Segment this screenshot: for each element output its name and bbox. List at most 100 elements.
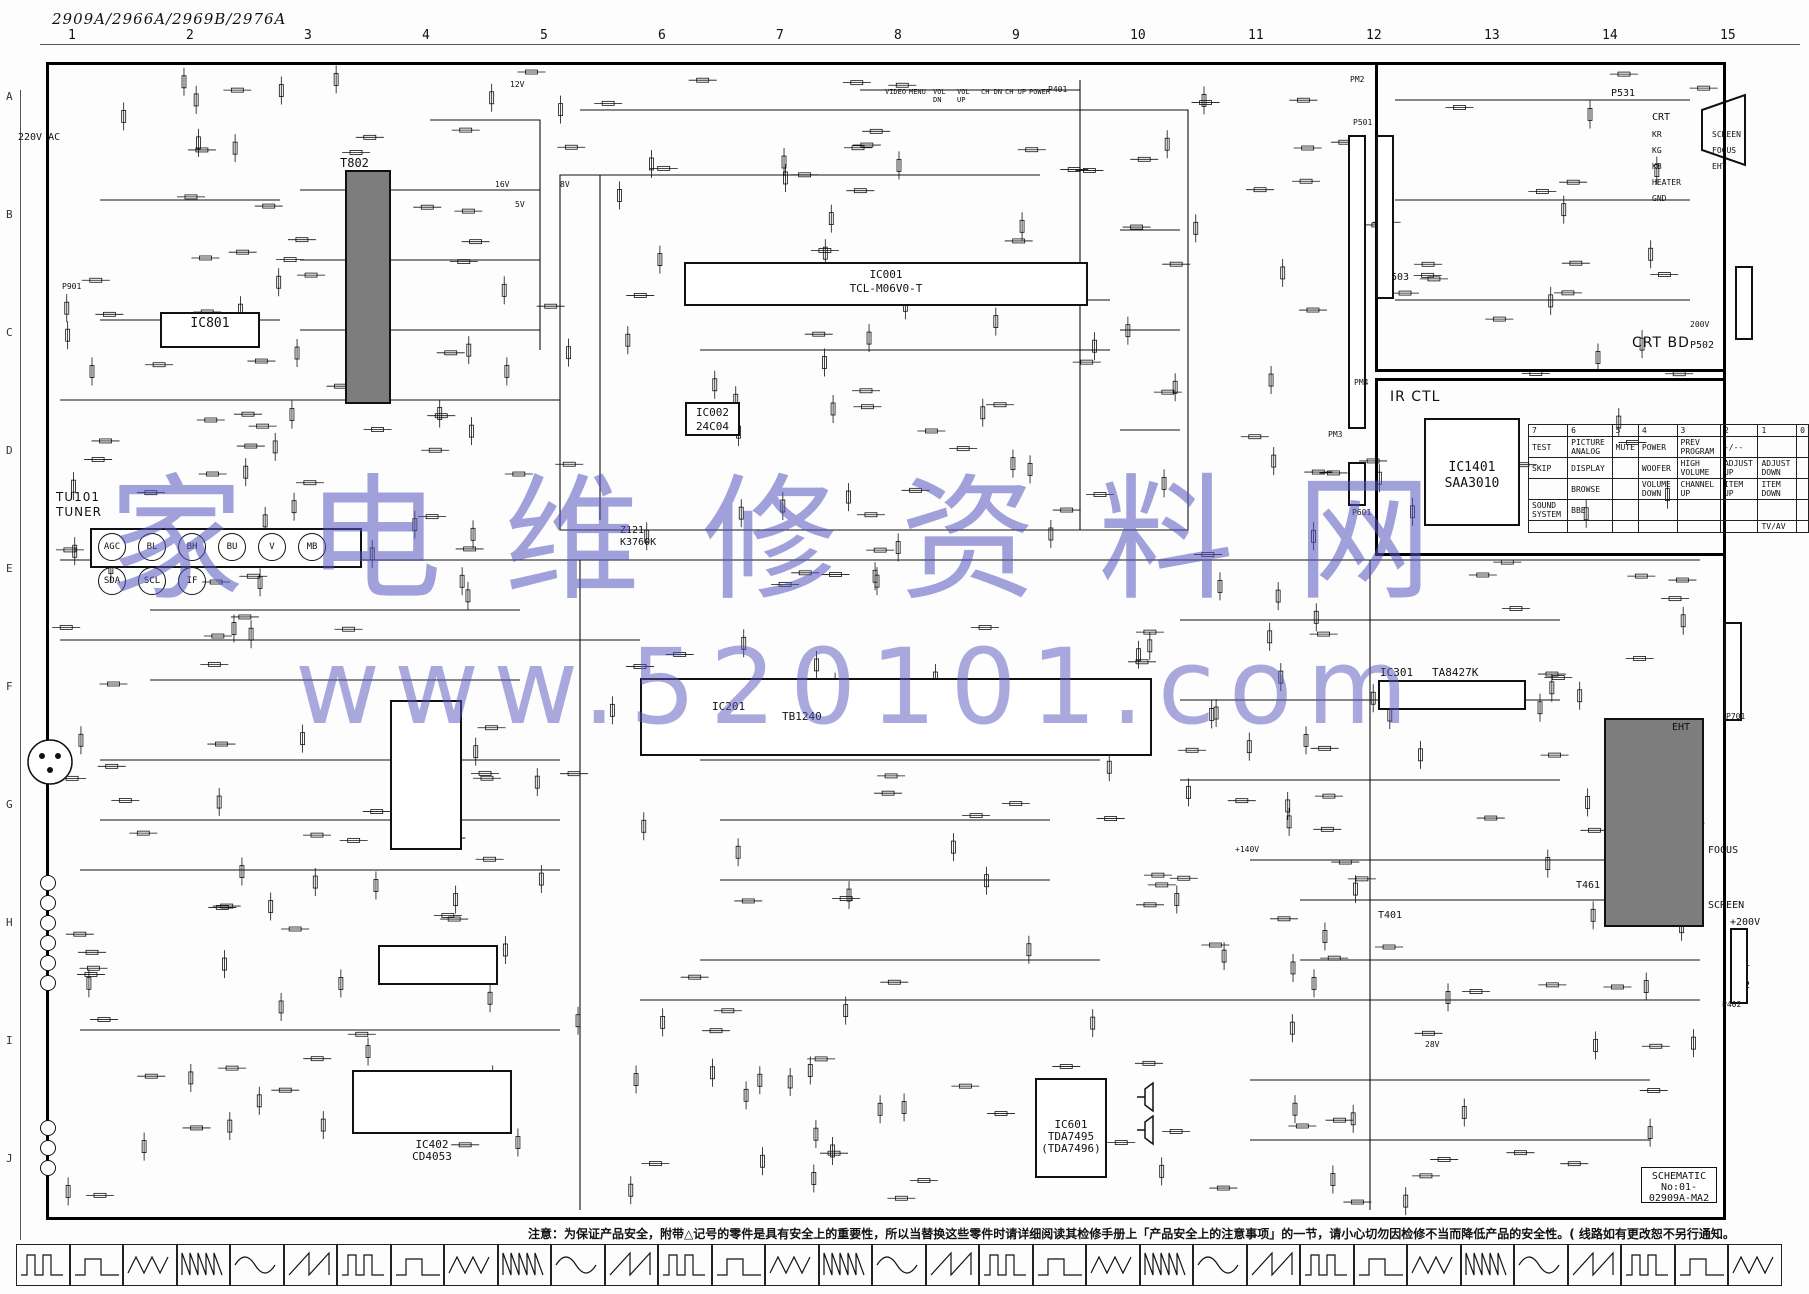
ir-table-cell [1611,478,1639,500]
av-jack [40,875,56,891]
waveform-box [1407,1244,1461,1286]
row-letter: C [6,326,13,339]
voltage-label: 28V [1425,1040,1440,1049]
mcu-ref: IC001 [869,268,903,281]
waveform-trace [1572,1251,1614,1277]
waveform-trace [1251,1251,1293,1277]
switch-transformer-label: T802 [340,156,369,170]
crt-board-frame [1375,62,1726,372]
mcu-key-label: VOL DN [933,88,946,104]
deflection-output-label: +200V [1730,917,1761,928]
ir-table-cell [1637,499,1678,521]
waveform-box [497,1244,551,1286]
tuner-pin: SDA [98,567,126,595]
waveform-box [604,1244,658,1286]
row-letter: E [6,562,13,575]
waveform-box [979,1244,1033,1286]
schematic-id-box: SCHEMATIC No:01-02909A-MA2 [1641,1167,1717,1204]
ir-table-cell [1611,499,1639,521]
crt-connector-label: P502 [1690,340,1715,351]
flyback-transformer [1604,718,1704,927]
connector-label: P601 [1352,508,1372,517]
crt-pin-label: FOCUS [1712,146,1737,155]
connector-strip-e [1730,928,1748,1004]
waveform-box [658,1244,712,1286]
tuner-pin: V [258,533,286,561]
ir-table-cell [1796,478,1809,500]
ir-table-header: 2 [1719,424,1759,437]
comb-filter-module [390,700,462,850]
ir-table-cell [1676,499,1721,521]
voltage-label: 5V [515,200,525,209]
crt-pin-label: KG [1652,146,1662,155]
ir-table-cell [1611,457,1639,479]
tuner-pin: BL [138,533,166,561]
row-letter: I [6,1034,13,1047]
ir-table-cell: ITEM DOWN [1757,478,1798,500]
deflection-output-label: SCREEN [1708,900,1745,911]
waveform-box [1621,1244,1675,1286]
audio-part: TDA7495 [1047,1130,1095,1143]
ir-table-cell [1719,499,1759,521]
av-jack [40,915,56,931]
row-letter: B [6,208,13,221]
column-number: 13 [1484,28,1500,43]
row-letter: A [6,90,13,103]
ir-table-header: 3 [1676,424,1721,437]
tuner-pin: BH [178,533,206,561]
ir-table-cell [1527,520,1569,533]
ir-table-cell: POWER [1637,436,1678,458]
connector-strip-a [1348,135,1366,429]
connector-label: PM4 [1354,378,1369,387]
waveform-trace [1411,1255,1453,1275]
ir-table-cell: ADJUST DOWN [1757,457,1798,479]
column-number: 6 [658,28,666,43]
waveform-trace [1464,1252,1507,1276]
waveform-trace [342,1254,384,1276]
column-number: 10 [1130,28,1146,43]
waveform-box [818,1244,872,1286]
jungle-part: TB1240 [782,710,822,723]
waveform-trace [180,1252,223,1276]
saw-ref: Z121 [620,525,645,536]
connector-label: P501 [1353,118,1373,127]
connector-label: PM3 [1328,430,1343,439]
ir-table-cell [1796,520,1809,533]
waveform-box [1674,1244,1728,1286]
ir-table-cell: DISPLAY [1567,457,1613,479]
waveform-trace [769,1255,811,1275]
power-ic: IC801 [160,312,260,348]
ir-table-header: 0 [1796,424,1809,437]
crt-connector-label: P503 [1385,272,1410,283]
column-number: 2 [186,28,194,43]
voltage-label: 16V [495,180,510,189]
ir-table-cell: ITEM UP [1719,478,1759,500]
ir-table-header: 4 [1637,424,1678,437]
schematic-number: No:01-02909A-MA2 [1648,1182,1710,1204]
ir-table-cell [1757,436,1798,458]
audio-ref: IC601 [1054,1118,1088,1131]
av-switch-ref: IC402 [415,1138,449,1151]
ir-ic: IC1401 SAA3010 [1424,418,1520,526]
waveform-box [1300,1244,1354,1286]
ir-table-header: 5 [1611,424,1639,437]
audio-alt-part: (TDA7496) [1041,1142,1101,1155]
connector-strip-b [1376,135,1394,299]
waveform-trace [1732,1255,1774,1275]
power-ic-ref: IC801 [190,316,230,331]
ir-table-cell: CHANNEL UP [1676,478,1721,500]
waveform-trace [716,1258,761,1276]
ir-table-cell [1796,499,1809,521]
waveform-box [1728,1244,1782,1286]
waveform-trace [1358,1258,1403,1276]
waveform-trace [876,1256,918,1274]
row-letter: J [6,1152,13,1165]
ir-ic-ref: IC1401 [1448,460,1496,475]
ir-ctl-title: IR CTL [1390,389,1441,405]
model-title: 2909A/2966A/2969B/2976A [52,10,287,28]
column-number: 3 [304,28,312,43]
ir-table-header: 6 [1567,424,1613,437]
waveform-trace [1197,1256,1239,1274]
